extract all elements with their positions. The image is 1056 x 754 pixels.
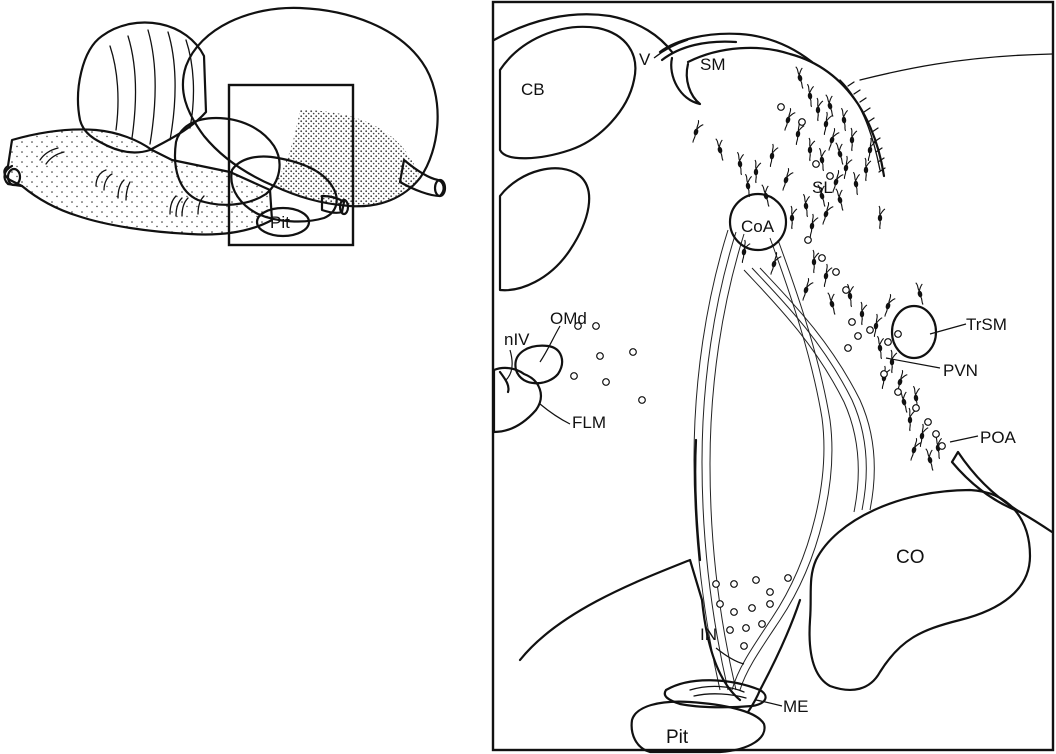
me-label: ME <box>783 697 809 716</box>
in-label: IN <box>700 625 717 644</box>
brain-lateral-view: Pit <box>4 8 445 245</box>
cell-circle <box>630 349 637 356</box>
cell-circle <box>925 419 932 426</box>
cell-circle <box>895 389 902 396</box>
cell-circle <box>778 104 785 111</box>
pvn-label: PVN <box>943 361 978 380</box>
cell-circle <box>639 397 646 404</box>
cell-circle <box>767 601 774 608</box>
cell-circle <box>813 161 820 168</box>
cell-circle <box>575 323 582 330</box>
cell-circle <box>571 373 578 380</box>
cell-circle <box>731 609 738 616</box>
poa-label: POA <box>980 428 1017 447</box>
section-panel: CoA TrSM OMd nIV FLM CO Pit CB <box>493 2 1053 752</box>
cell-circle <box>939 443 946 450</box>
cell-circle <box>603 379 610 386</box>
cell-circle <box>845 345 852 352</box>
cell-circle <box>855 333 862 340</box>
cell-circle <box>749 605 756 612</box>
v-label: V <box>639 50 651 69</box>
cell-circle <box>785 575 792 582</box>
cell-circle <box>799 119 806 126</box>
niv-label: nIV <box>504 330 530 349</box>
flm-label: FLM <box>572 413 606 432</box>
cell-circle <box>759 621 766 628</box>
cell-circle <box>713 581 720 588</box>
cell-circle <box>849 319 856 326</box>
cell-circle <box>731 581 738 588</box>
cell-circle <box>717 601 724 608</box>
cell-circle <box>885 339 892 346</box>
cb-label: CB <box>521 80 545 99</box>
cell-circle <box>933 431 940 438</box>
pit-label: Pit <box>666 727 689 748</box>
cell-circle <box>593 323 600 330</box>
cell-circle <box>867 327 874 334</box>
cell-circle <box>827 173 834 180</box>
cell-circle <box>833 269 840 276</box>
inset-pit-label: Pit <box>270 213 290 232</box>
sm-label: SM <box>700 55 726 74</box>
cell-circle <box>805 237 812 244</box>
cell-circle <box>895 331 902 338</box>
cell-circle <box>881 371 888 378</box>
cell-circle <box>743 625 750 632</box>
cell-circle <box>741 643 748 650</box>
cell-circle <box>727 627 734 634</box>
cell-circle <box>767 589 774 596</box>
cell-circle <box>753 577 760 584</box>
cell-circle <box>597 353 604 360</box>
cell-circle <box>843 287 850 294</box>
trsm-label: TrSM <box>966 315 1007 334</box>
cell-circle <box>913 405 920 412</box>
coa-label: CoA <box>741 217 775 236</box>
co-label: CO <box>896 547 925 568</box>
cell-circle <box>819 255 826 262</box>
